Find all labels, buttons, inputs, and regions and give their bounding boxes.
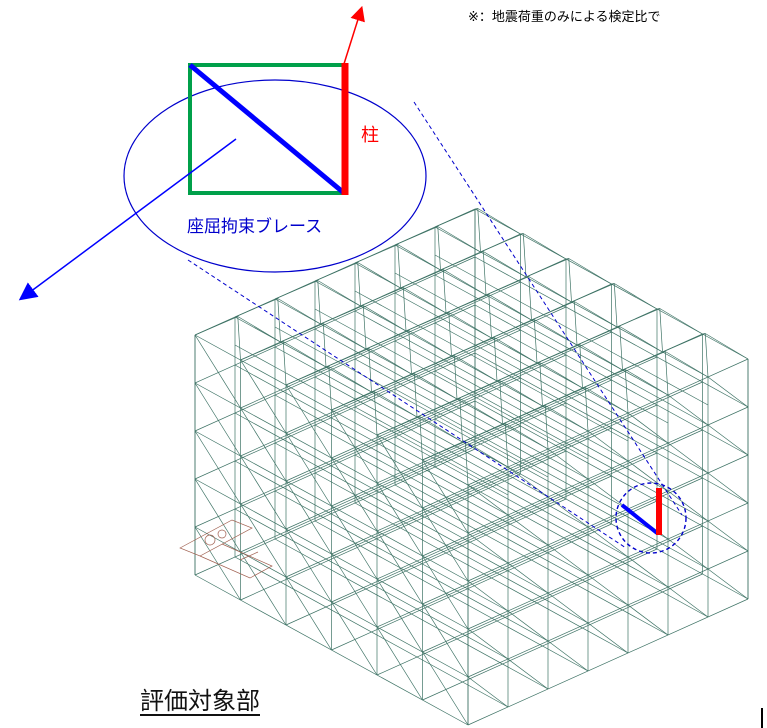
blue-arrow <box>18 138 237 301</box>
callout-lines <box>187 101 683 549</box>
building-wireframe <box>194 208 749 726</box>
magnified-ellipse <box>123 79 427 273</box>
red-arrow <box>342 5 365 68</box>
magnified-panel <box>188 63 349 195</box>
evaluation-target-label: 評価対象部 <box>140 687 260 715</box>
column-label: 柱 <box>361 125 379 146</box>
target-members <box>620 488 662 535</box>
base-plan-sketch <box>179 519 273 579</box>
target-circle <box>615 482 687 554</box>
brace-label: 座屈拘束ブレース <box>187 216 322 237</box>
note-text: ※：地震荷重のみによる検定比で <box>468 10 661 25</box>
edge-mark <box>761 708 763 728</box>
buckling-brace <box>188 63 346 195</box>
